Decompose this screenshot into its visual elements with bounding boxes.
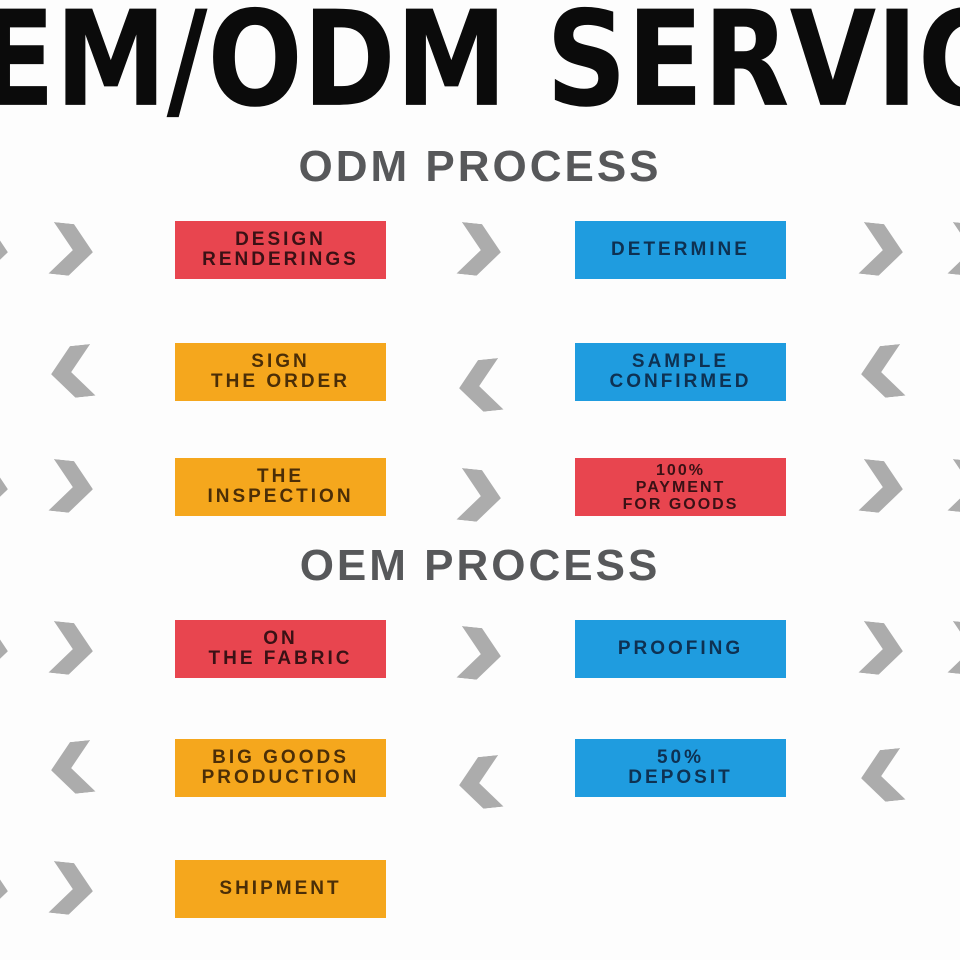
chevron-right-icon bbox=[48, 459, 95, 515]
step-shipment: SHIPMENT bbox=[175, 860, 386, 918]
step-label-line: CONFIRMED bbox=[609, 371, 752, 392]
step-label-line: SIGN bbox=[251, 351, 310, 372]
step-label-line: DESIGN bbox=[235, 229, 326, 250]
chevron-left-icon bbox=[858, 344, 905, 400]
step-label-line: BIG GOODS bbox=[212, 747, 349, 768]
oem-process-heading: OEM PROCESS bbox=[299, 541, 661, 590]
chevron-right-icon bbox=[48, 621, 95, 677]
chevron-right-icon bbox=[456, 468, 503, 524]
step-determine: DETERMINE bbox=[575, 221, 786, 279]
step-label-line: 50% bbox=[656, 747, 705, 768]
process-row-oem-1: ON THE FABRIC PROOFING bbox=[0, 620, 960, 678]
step-design-renderings: DESIGN RENDERINGS bbox=[175, 221, 386, 279]
process-row-odm-2: SIGN THE ORDER SAMPLE CONFIRMED bbox=[0, 343, 960, 401]
step-label-line: PROOFING bbox=[617, 638, 744, 659]
step-big-goods-production: BIG GOODS PRODUCTION bbox=[175, 739, 386, 797]
chevron-left-icon bbox=[48, 740, 95, 796]
step-100-percent-payment: 100% PAYMENT FOR GOODS bbox=[575, 458, 786, 516]
step-label-line: THE ORDER bbox=[211, 371, 350, 392]
chevron-right-icon bbox=[858, 459, 905, 515]
chevron-right-icon bbox=[0, 222, 11, 278]
step-label-line: FOR GOODS bbox=[622, 495, 739, 513]
chevron-right-icon bbox=[456, 222, 503, 278]
process-row-oem-3: SHIPMENT bbox=[0, 860, 960, 918]
chevron-left-icon bbox=[48, 344, 95, 400]
chevron-right-icon bbox=[0, 459, 11, 515]
step-the-inspection: THE INSPECTION bbox=[175, 458, 386, 516]
chevron-left-icon bbox=[858, 748, 905, 804]
process-row-oem-2: BIG GOODS PRODUCTION 50% DEPOSIT bbox=[0, 739, 960, 797]
chevron-right-icon bbox=[858, 621, 905, 677]
chevron-right-icon bbox=[947, 222, 960, 278]
odm-process-heading: ODM PROCESS bbox=[298, 142, 662, 191]
step-label-line: RENDERINGS bbox=[202, 249, 359, 270]
process-row-odm-3: THE INSPECTION 100% PAYMENT FOR GOODS bbox=[0, 458, 960, 516]
chevron-right-icon bbox=[947, 459, 960, 515]
step-label-line: SAMPLE bbox=[631, 351, 730, 372]
step-50-percent-deposit: 50% DEPOSIT bbox=[575, 739, 786, 797]
step-label-line: 100% bbox=[656, 461, 705, 479]
chevron-right-icon bbox=[947, 621, 960, 677]
step-sign-the-order: SIGN THE ORDER bbox=[175, 343, 386, 401]
chevron-right-icon bbox=[0, 861, 11, 917]
step-label-line: THE bbox=[257, 466, 304, 487]
step-label-line: ON bbox=[263, 628, 298, 649]
step-label-line: INSPECTION bbox=[207, 486, 354, 507]
chevron-right-icon bbox=[48, 222, 95, 278]
step-label-line: DEPOSIT bbox=[628, 767, 733, 788]
step-label-line: PAYMENT bbox=[635, 478, 726, 496]
chevron-right-icon bbox=[858, 222, 905, 278]
chevron-right-icon bbox=[0, 621, 11, 677]
step-label-line: DETERMINE bbox=[611, 239, 750, 260]
step-proofing: PROOFING bbox=[575, 620, 786, 678]
step-label-line: PRODUCTION bbox=[201, 767, 360, 788]
step-label-line: THE FABRIC bbox=[208, 648, 353, 669]
step-label-line: SHIPMENT bbox=[219, 878, 342, 899]
chevron-left-icon bbox=[456, 358, 503, 414]
chevron-right-icon bbox=[456, 626, 503, 682]
step-sample-confirmed: SAMPLE CONFIRMED bbox=[575, 343, 786, 401]
page-title: OEM/ODM SERVICE bbox=[0, 0, 960, 137]
process-row-odm-1: DESIGN RENDERINGS DETERMINE bbox=[0, 221, 960, 279]
step-on-the-fabric: ON THE FABRIC bbox=[175, 620, 386, 678]
chevron-right-icon bbox=[48, 861, 95, 917]
chevron-left-icon bbox=[456, 755, 503, 811]
